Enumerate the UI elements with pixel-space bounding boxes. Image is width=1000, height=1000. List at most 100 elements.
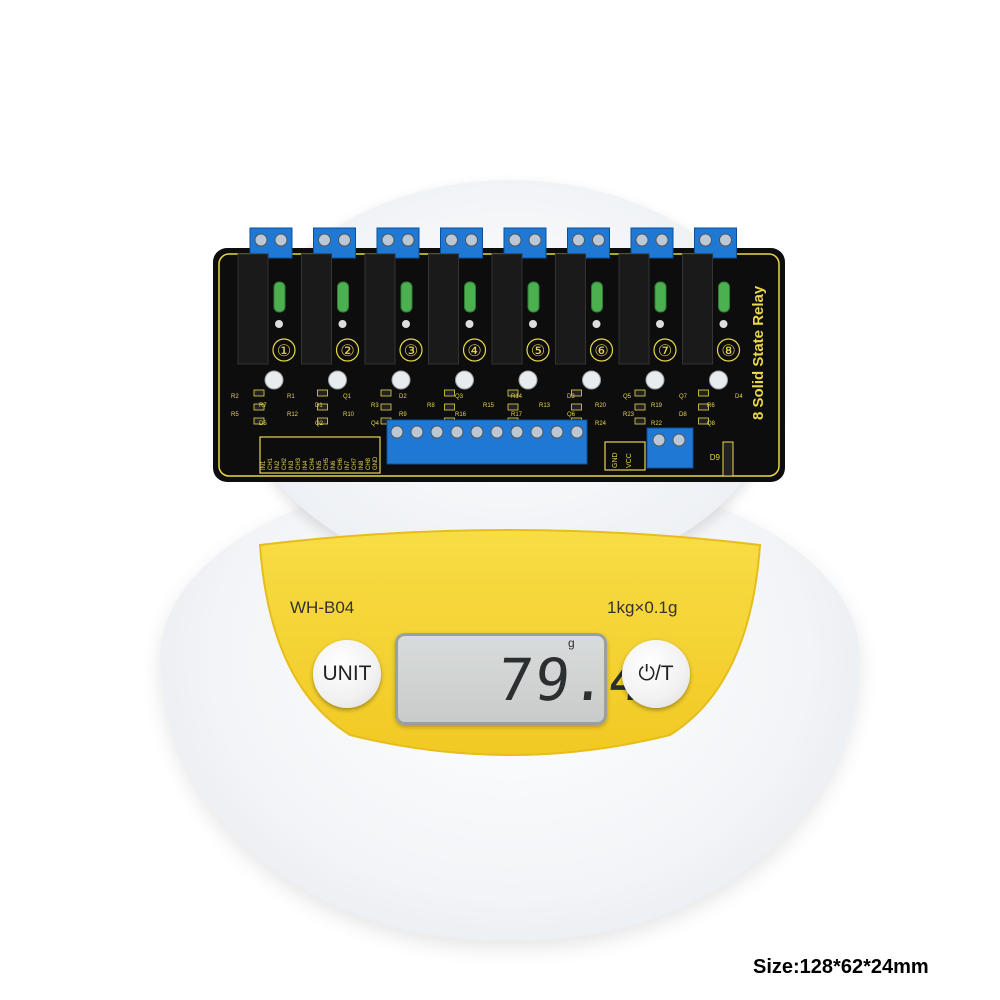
ssr-module-2 (301, 253, 332, 365)
input-pin-label-11: IN6 (331, 460, 337, 470)
ssr-module-7 (618, 253, 650, 365)
channel-number-4: ④ (467, 341, 481, 360)
component-d9 (722, 441, 734, 477)
fuse-2 (337, 281, 349, 313)
input-pin-label-17: GND (373, 456, 379, 470)
smd-part-8c (698, 417, 709, 425)
led-3 (391, 370, 411, 390)
fuse-pin-3 (402, 320, 410, 328)
input-pin-label-4: CH2 (282, 457, 288, 470)
strip-screw-2 (410, 425, 424, 439)
terminal-screw-6b (592, 233, 605, 247)
led-5 (518, 370, 538, 390)
led-7 (645, 370, 665, 390)
smd-part-3b (380, 403, 392, 411)
strip-screw-3 (430, 425, 444, 439)
ssr-module-5 (491, 253, 523, 365)
fuse-7 (654, 281, 667, 313)
terminal-screw-3b (401, 233, 415, 247)
smd-part-8a (698, 389, 709, 397)
smd-part-4b (444, 403, 455, 411)
silk-label-q3: Q3 (455, 394, 464, 400)
smd-part-8b (698, 403, 709, 411)
fuse-pin-2 (338, 320, 347, 328)
silk-label-d5: D5 (259, 421, 267, 427)
silk-label-q5: Q5 (623, 394, 632, 400)
input-pin-label-16: CH8 (366, 457, 372, 470)
silk-label-r7: R7 (259, 403, 267, 409)
silk-label-r13: R13 (539, 403, 551, 409)
terminal-screw-3a (381, 233, 395, 247)
terminal-screw-7b (655, 233, 669, 247)
strip-screw-1 (390, 425, 404, 439)
ssr-module-1 (237, 253, 269, 365)
led-8 (709, 370, 728, 390)
terminal-screw-4b (465, 233, 478, 247)
terminal-screw-5a (508, 233, 522, 247)
smd-part-2a (317, 389, 328, 397)
fuse-6 (591, 281, 603, 313)
tare-power-button[interactable]: ⏻/T (622, 640, 690, 708)
input-pin-label-9: IN5 (317, 460, 323, 470)
channel-number-8: ⑧ (721, 341, 735, 360)
terminal-screw-4a (445, 233, 458, 247)
silk-label-r22: R22 (651, 421, 663, 427)
terminal-screw-5b (528, 233, 542, 247)
silk-label-d1: D1 (315, 403, 323, 409)
fuse-1 (273, 281, 286, 313)
smd-part-4a (444, 389, 455, 397)
smd-part-7a (634, 389, 646, 397)
strip-screw-10 (570, 425, 584, 439)
input-pin-label-1: IN1 (261, 460, 267, 470)
input-pin-label-14: CH7 (352, 457, 358, 470)
d9-label: D9 (710, 453, 721, 462)
silk-label-r10: R10 (343, 412, 355, 418)
ssr-module-3 (364, 253, 396, 365)
fuse-3 (400, 281, 413, 313)
channel-number-6: ⑥ (594, 341, 608, 360)
fuse-pin-7 (656, 320, 664, 328)
input-pin-label-10: CH5 (324, 457, 330, 470)
input-pin-label-6: CH3 (296, 457, 302, 470)
ssr-module-8 (682, 253, 713, 365)
terminal-screw-2b (338, 233, 351, 247)
smd-part-1b (253, 403, 265, 411)
input-header-outline (259, 436, 381, 474)
power-label-gnd: GND (612, 452, 619, 468)
silk-label-r24: R24 (595, 421, 607, 427)
input-pin-label-12: CH6 (338, 457, 344, 470)
smd-part-7b (634, 403, 646, 411)
fuse-8 (718, 281, 730, 313)
silk-label-r8: R8 (427, 403, 435, 409)
smd-part-2c (317, 417, 328, 425)
strip-screw-5 (470, 425, 484, 439)
silk-label-r17: R17 (511, 412, 523, 418)
channel-circle-1 (272, 338, 296, 362)
silk-label-q7: Q7 (679, 394, 688, 400)
channel-number-5: ⑤ (531, 341, 545, 360)
scale-capacity-label: 1kg×0.1g (607, 598, 678, 617)
channel-number-7: ⑦ (658, 341, 672, 360)
silk-label-r6: R6 (707, 403, 715, 409)
smd-part-2b (317, 403, 328, 411)
channel-circle-4 (462, 338, 487, 362)
unit-button-label: UNIT (322, 662, 372, 685)
power-screw-2 (672, 433, 686, 447)
channel-circle-3 (399, 338, 423, 362)
channel-circle-2 (335, 338, 360, 362)
silk-label-r15: R15 (483, 403, 495, 409)
smd-part-6a (571, 389, 582, 397)
silk-label-r2: R2 (231, 394, 239, 400)
channel-circle-5 (526, 338, 550, 362)
silk-label-d3: D3 (567, 394, 575, 400)
strip-screw-6 (490, 425, 504, 439)
silk-label-d8: D8 (679, 412, 687, 418)
channel-circle-7 (653, 338, 677, 362)
silk-label-q4: Q4 (371, 421, 380, 427)
unit-button[interactable]: UNIT (313, 640, 381, 708)
silk-label-q6: Q6 (567, 412, 576, 418)
led-6 (582, 370, 601, 390)
fuse-pin-8 (719, 320, 728, 328)
silk-label-r1: R1 (287, 394, 295, 400)
